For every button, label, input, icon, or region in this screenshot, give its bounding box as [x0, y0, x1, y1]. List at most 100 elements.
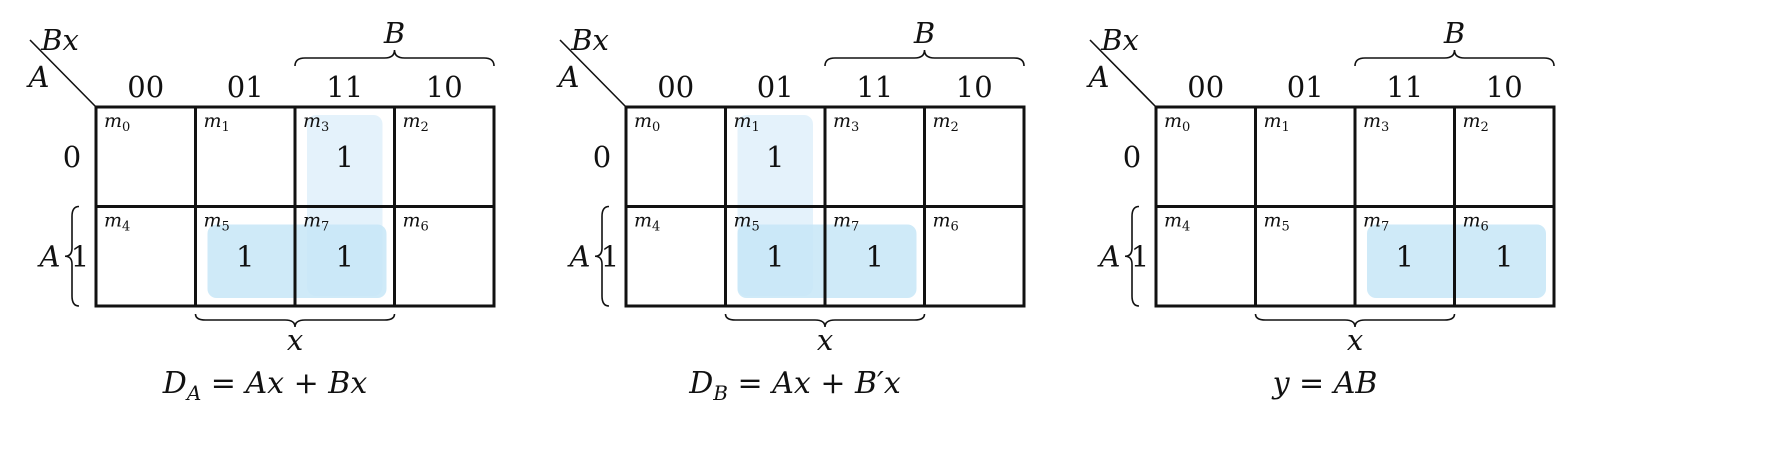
bottom-brace — [1254, 313, 1456, 328]
minterm-label: m0 — [634, 110, 660, 135]
left-brace-label: A — [37, 239, 61, 273]
left-brace — [1124, 205, 1140, 307]
minterm-label: m4 — [1164, 210, 1190, 235]
minterm-label: m7 — [1363, 210, 1389, 235]
bottom-brace — [724, 313, 926, 328]
minterm-subscript: 0 — [122, 120, 130, 135]
col-header: 00 — [657, 70, 694, 104]
corner-diagonal — [559, 39, 627, 108]
minterm-label: m2 — [933, 110, 959, 135]
minterm-subscript: 1 — [222, 120, 230, 135]
group-highlight — [737, 224, 917, 298]
top-brace — [1354, 49, 1555, 67]
minterm-subscript: 4 — [652, 220, 660, 235]
cell-value: 1 — [236, 239, 254, 273]
col-header: 01 — [1287, 70, 1324, 104]
minterm-subscript: 4 — [1182, 220, 1190, 235]
minterm-label: m0 — [1164, 110, 1190, 135]
cell-value: 1 — [336, 239, 354, 273]
minterm-subscript: 1 — [1282, 120, 1290, 135]
minterm-label: m1 — [204, 110, 230, 135]
minterm-subscript: 6 — [1481, 220, 1489, 235]
minterm-subscript: 1 — [752, 120, 760, 135]
equation-lhs-subscript: A — [185, 381, 201, 405]
minterm-subscript: 2 — [421, 120, 429, 135]
corner-diagonal — [29, 39, 97, 108]
minterm-label: m3 — [1363, 110, 1389, 135]
minterm-label: m0 — [104, 110, 130, 135]
minterm-subscript: 3 — [851, 120, 859, 135]
minterm-subscript: 5 — [222, 220, 230, 235]
corner-col-label: Bx — [570, 23, 609, 57]
minterm-subscript: 3 — [1381, 120, 1389, 135]
minterm-subscript: 0 — [1182, 120, 1190, 135]
top-brace — [294, 49, 495, 67]
minterm-label: m6 — [933, 210, 959, 235]
row-header: 1 — [1131, 239, 1149, 273]
equation-rhs: = AB — [1290, 366, 1378, 401]
minterm-subscript: 2 — [1481, 120, 1489, 135]
minterm-subscript: 7 — [851, 220, 859, 235]
minterm-label: m3 — [833, 110, 859, 135]
equation: y = AB — [1271, 366, 1378, 401]
minterm-label: m1 — [1264, 110, 1290, 135]
row-header: 1 — [601, 239, 619, 273]
top-brace-label: B — [913, 16, 935, 50]
left-brace — [64, 205, 80, 307]
minterm-subscript: 4 — [122, 220, 130, 235]
corner-diagonal — [1089, 39, 1157, 108]
cell-value: 1 — [766, 239, 784, 273]
minterm-label: m5 — [204, 210, 230, 235]
row-header: 0 — [1123, 140, 1141, 174]
equation: DB = Ax + B′x — [688, 366, 901, 405]
col-header: 11 — [856, 70, 893, 104]
minterm-label: m1 — [734, 110, 760, 135]
minterm-label: m6 — [403, 210, 429, 235]
bottom-brace-label: x — [817, 323, 833, 357]
left-brace — [594, 205, 610, 307]
equation: DA = Ax + Bx — [162, 366, 368, 405]
bottom-brace — [194, 313, 396, 328]
row-header: 0 — [593, 140, 611, 174]
cell-value: 1 — [766, 140, 784, 174]
minterm-subscript: 5 — [1282, 220, 1290, 235]
cell-value: 1 — [336, 140, 354, 174]
col-header: 10 — [426, 70, 463, 104]
bottom-brace-label: x — [287, 323, 303, 357]
group-highlight — [207, 224, 387, 298]
equation-rhs: = Ax + Bx — [201, 366, 367, 401]
corner-row-label: A — [26, 60, 50, 94]
corner-row-label: A — [1086, 60, 1110, 94]
col-header: 00 — [1187, 70, 1224, 104]
cell-value: 1 — [1495, 239, 1513, 273]
equation-lhs: D — [162, 366, 187, 401]
corner-col-label: Bx — [1100, 23, 1139, 57]
col-header: 11 — [326, 70, 363, 104]
top-brace-label: B — [1443, 16, 1465, 50]
col-header: 01 — [757, 70, 794, 104]
equation-rhs: = Ax + B′x — [728, 366, 901, 401]
left-brace-label: A — [567, 239, 591, 273]
minterm-label: m2 — [403, 110, 429, 135]
group-highlight — [1367, 224, 1546, 298]
minterm-label: m4 — [104, 210, 130, 235]
cell-value: 1 — [1396, 239, 1414, 273]
row-header: 1 — [71, 239, 89, 273]
minterm-label: m7 — [833, 210, 859, 235]
equation-lhs-subscript: B — [712, 381, 728, 405]
cell-value: 1 — [866, 239, 884, 273]
col-header: 00 — [127, 70, 164, 104]
minterm-label: m3 — [303, 110, 329, 135]
col-header: 11 — [1386, 70, 1423, 104]
equation-lhs: D — [688, 366, 713, 401]
minterm-label: m4 — [634, 210, 660, 235]
equation-lhs: y — [1271, 366, 1291, 401]
minterm-subscript: 5 — [752, 220, 760, 235]
minterm-subscript: 7 — [321, 220, 329, 235]
col-header: 10 — [1486, 70, 1523, 104]
corner-col-label: Bx — [40, 23, 79, 57]
